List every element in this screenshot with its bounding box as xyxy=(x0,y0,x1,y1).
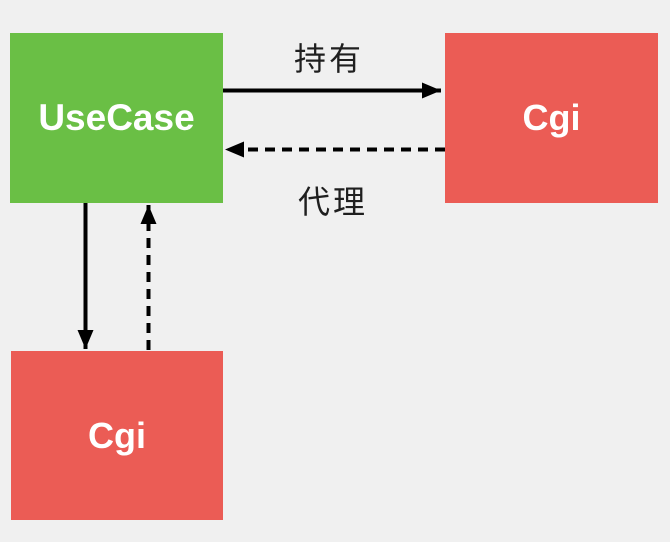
edge-label-holds: 持有 xyxy=(293,41,364,77)
edge-label-proxy: 代理 xyxy=(297,184,368,220)
node-cgi-bottom-left-label: Cgi xyxy=(88,414,146,456)
node-cgi-top-right-label: Cgi xyxy=(522,97,581,138)
node-usecase-label: UseCase xyxy=(38,97,195,138)
node-cgi-bottom-left: Cgi xyxy=(11,351,223,520)
node-cgi-top-right: Cgi xyxy=(445,33,658,203)
node-usecase: UseCase xyxy=(10,33,223,203)
